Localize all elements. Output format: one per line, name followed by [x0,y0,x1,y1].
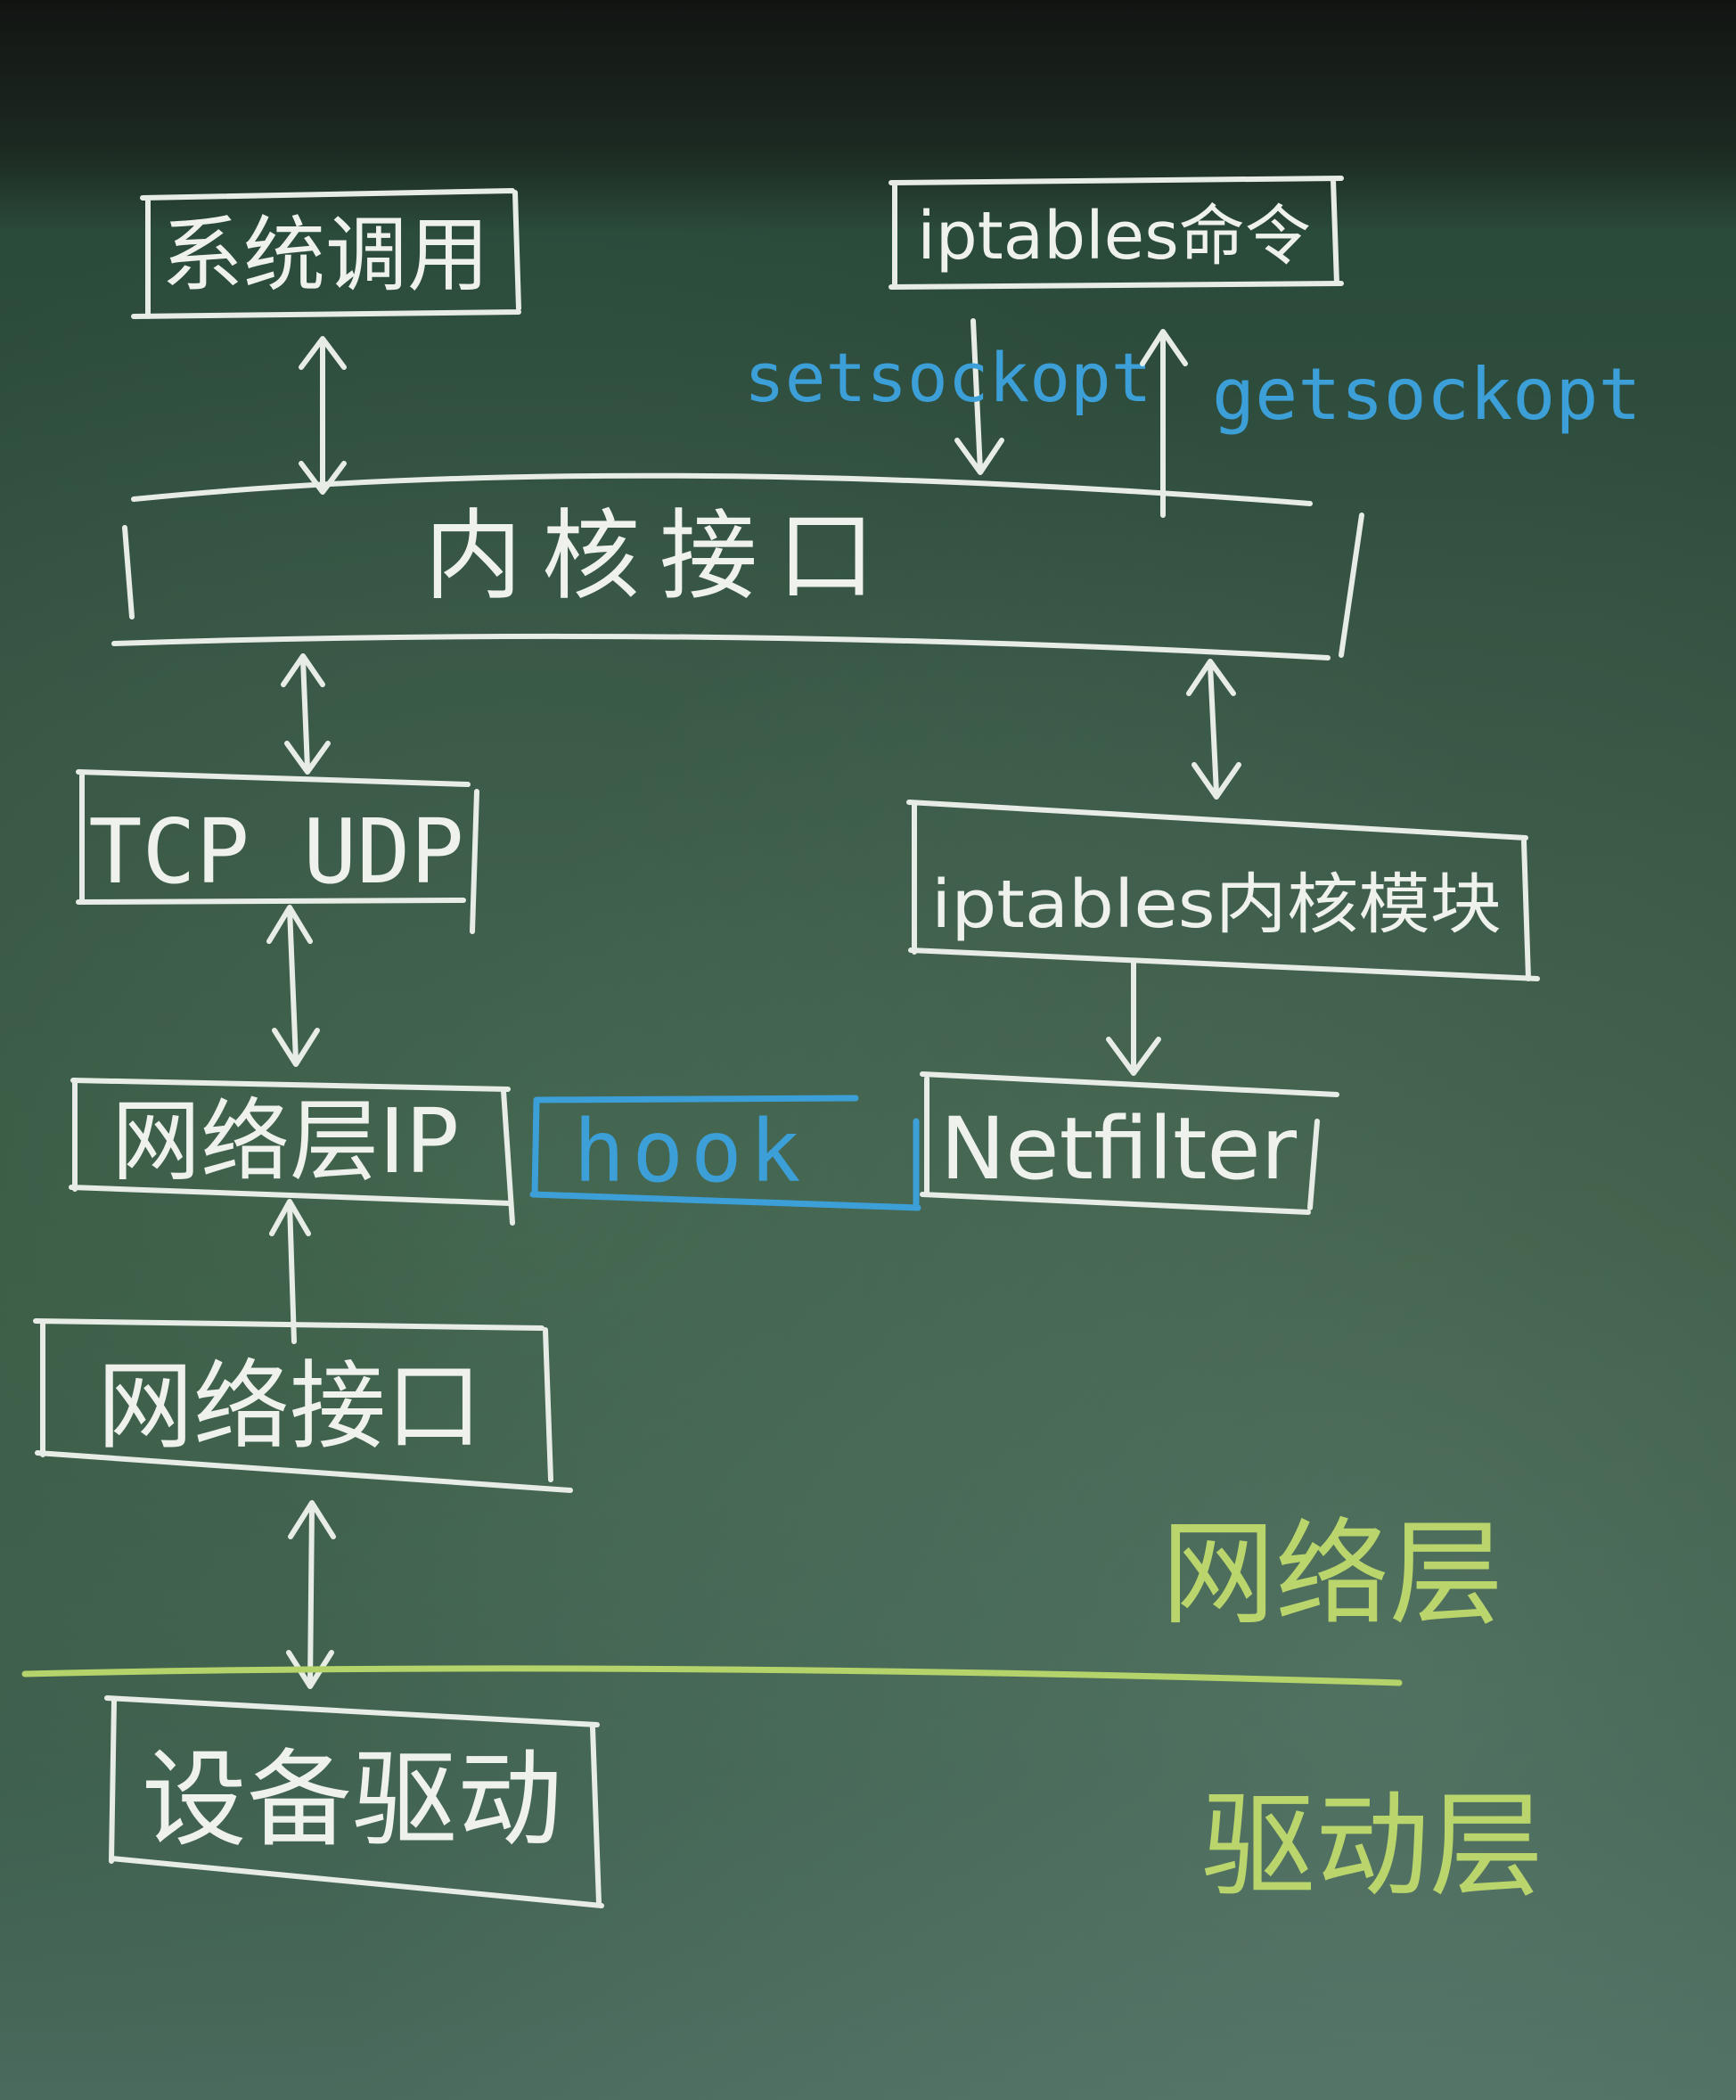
kernel-interface-node: 内核接口 [111,472,1364,660]
kernel-interface-label: 内核接口 [424,499,895,613]
hook-node: hook [529,1095,921,1211]
hook-label: hook [573,1102,807,1202]
arrow-ip-interface [269,1199,311,1344]
tcp-udp-label: TCP UDP [88,800,463,904]
iptables-module-label: iptables内核模块 [931,866,1502,943]
arrow-setsockopt: setsockopt [744,318,1152,475]
network-interface-node: 网络接口 [33,1318,573,1493]
arrow-syscall-kernel [299,336,347,495]
layer-divider [21,1665,1403,1686]
tcp-udp-node: TCP UDP [76,769,479,934]
network-layer-ip-label: 网络层IP [111,1089,459,1194]
arrow-interface-driver [286,1500,336,1689]
network-layer-ip-node: 网络层IP [69,1078,515,1226]
iptables-cmd-node: iptables命令 [888,176,1344,290]
driver-layer-tag: 驱动层 [1201,1780,1544,1913]
syscall-label: 系统调用 [161,208,489,303]
arrow-module-netfilter [1106,960,1161,1076]
setsockopt-label: setsockopt [744,338,1152,417]
netfilter-label: Netfilter [940,1099,1298,1199]
arrow-tcp-ip [266,905,320,1067]
network-layer-tag: 网络层 [1161,1508,1503,1641]
network-interface-label: 网络接口 [97,1351,482,1463]
iptables-cmd-label: iptables命令 [917,198,1311,275]
device-driver-node: 设备驱动 [104,1695,604,1908]
arrow-kernel-module [1186,659,1241,800]
getsockopt-label: getsockopt [1212,353,1642,436]
iptables-module-node: iptables内核模块 [906,800,1540,981]
syscall-node: 系统调用 [131,188,521,319]
device-driver-label: 设备驱动 [142,1738,562,1861]
arrow-kernel-tcp [281,653,331,775]
arrow-getsockopt: getsockopt [1140,329,1642,518]
netfilter-node: Netfilter [920,1071,1339,1215]
